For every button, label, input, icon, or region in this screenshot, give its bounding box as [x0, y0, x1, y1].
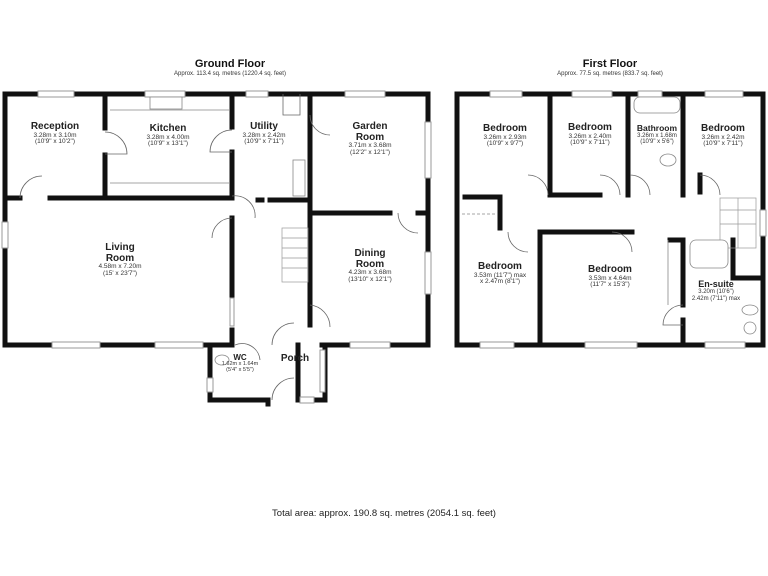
ground-floor-title: Ground Floor — [194, 58, 266, 70]
first-floor-title: First Floor — [582, 58, 638, 70]
room-dining-room: Dining Room 4.23m x 3.68m (13'10" x 12'1… — [348, 248, 392, 283]
door-arcs — [19, 94, 721, 401]
room-reception: Reception 3.28m x 3.10m (10'9" x 10'2") — [30, 121, 80, 146]
first-floor-walls — [454, 91, 766, 348]
fixtures — [110, 96, 759, 366]
room-utility: Utility 3.28m x 2.42m (10'9" x 7'11") — [242, 121, 286, 146]
room-garden-room: Garden Room 3.71m x 3.68m (12'2" x 12'1"… — [348, 121, 392, 156]
room-kitchen: Kitchen 3.28m x 4.00m (10'9" x 13'1") — [146, 123, 190, 148]
room-porch: Porch — [280, 353, 310, 364]
room-bedroom-3: Bedroom 3.26m x 2.42m (10'9" x 7'11") — [701, 123, 745, 148]
room-living-room: Living Room 4.58m x 7.20m (15' x 23'7") — [98, 242, 142, 277]
room-bedroom-4: Bedroom 3.53m (11'7") max x 2.47m (8'1") — [473, 261, 527, 286]
stairs — [281, 197, 757, 283]
room-bathroom: Bathroom 3.26m x 1.68m (10'9" x 5'6") — [636, 123, 678, 146]
room-bedroom-1: Bedroom 3.26m x 2.93m (10'9" x 9'7") — [483, 123, 527, 148]
room-wc: WC 1.62m x 1.64m (5'4" x 5'5") — [221, 353, 259, 374]
ground-floor-area: Approx. 113.4 sq. metres (1220.4 sq. fee… — [174, 71, 286, 77]
total-area: Total area: approx. 190.8 sq. metres (20… — [272, 508, 496, 519]
room-bedroom-5: Bedroom 3.53m x 4.64m (11'7" x 15'3") — [588, 264, 632, 289]
first-floor-area: Approx. 77.5 sq. metres (833.7 sq. feet) — [557, 71, 663, 77]
room-en-suite: En-suite 3.20m (10'6") 2.42m (7'11") max — [691, 279, 741, 302]
room-bedroom-2: Bedroom 3.26m x 2.40m (10'9" x 7'11") — [568, 122, 612, 147]
